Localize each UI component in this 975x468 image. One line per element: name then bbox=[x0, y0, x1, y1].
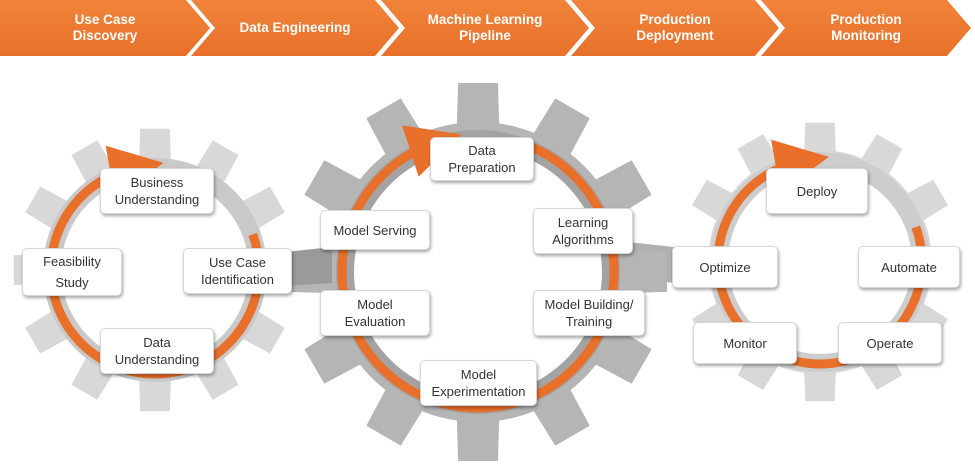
stage-data-engineering: Data Engineering bbox=[191, 0, 399, 56]
step-label: Data Preparation bbox=[448, 143, 516, 175]
step-label: Operate bbox=[866, 335, 914, 351]
step-label: Use Case Identification bbox=[201, 255, 274, 287]
step-feasibility-study: Feasibility Study bbox=[22, 248, 122, 296]
gear-right bbox=[680, 122, 960, 402]
step-label: Business Understanding bbox=[114, 175, 200, 207]
step-automate: Automate bbox=[858, 246, 960, 288]
step-label: Feasibility Study bbox=[43, 254, 101, 290]
step-label: Automate bbox=[881, 259, 937, 275]
step-label: Optimize bbox=[699, 259, 751, 275]
step-use-case-identification: Use Case Identification bbox=[183, 248, 292, 294]
gear-connector-band-left bbox=[285, 247, 332, 286]
step-label: Data Understanding bbox=[114, 335, 200, 367]
stage-use-case-discovery: Use Case Discovery bbox=[0, 0, 210, 56]
stage-production-monitoring: Production Monitoring bbox=[761, 0, 971, 56]
step-optimize: Optimize bbox=[672, 246, 778, 288]
step-deploy: Deploy bbox=[766, 168, 868, 214]
step-model-experimentation: Model Experimentation bbox=[420, 360, 537, 406]
stage-label: Use Case Discovery bbox=[72, 12, 138, 43]
step-label: Model Building/ Training bbox=[544, 297, 634, 329]
stage-label: Machine Learning Pipeline bbox=[427, 12, 543, 43]
step-model-serving: Model Serving bbox=[320, 210, 430, 250]
stage-label: Production Monitoring bbox=[830, 12, 902, 43]
gear-hole bbox=[728, 170, 912, 354]
step-business-understanding: Business Understanding bbox=[100, 168, 214, 214]
stage-label: Data Engineering bbox=[239, 20, 351, 35]
step-label: Model Experimentation bbox=[431, 367, 526, 399]
step-learning-algorithms: Learning Algorithms bbox=[533, 208, 633, 254]
gear-hole bbox=[61, 176, 249, 364]
step-label: Deploy bbox=[796, 183, 838, 199]
step-monitor: Monitor bbox=[693, 322, 797, 364]
gear-hole bbox=[354, 148, 602, 396]
step-label: Model Evaluation bbox=[344, 297, 406, 329]
step-label: Monitor bbox=[723, 335, 767, 351]
stage-machine-learning-pipeline: Machine Learning Pipeline bbox=[381, 0, 589, 56]
gear-left bbox=[13, 128, 297, 412]
stage-production-deployment: Production Deployment bbox=[571, 0, 779, 56]
step-model-building-training: Model Building/ Training bbox=[533, 290, 645, 336]
step-label: Learning Algorithms bbox=[552, 215, 614, 247]
step-data-preparation: Data Preparation bbox=[430, 137, 534, 181]
step-model-evaluation: Model Evaluation bbox=[320, 290, 430, 336]
step-label: Model Serving bbox=[333, 222, 417, 238]
step-data-understanding: Data Understanding bbox=[100, 328, 214, 374]
step-operate: Operate bbox=[838, 322, 942, 364]
stage-label: Production Deployment bbox=[636, 12, 714, 43]
